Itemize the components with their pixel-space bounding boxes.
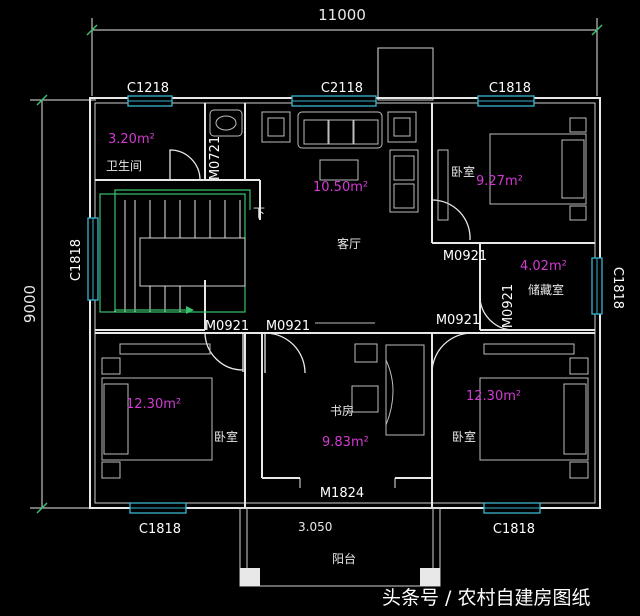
study-area: 9.83m² [322, 435, 369, 450]
door-m0921-right-upper: M0921 [443, 249, 487, 264]
door-m0921-right-lower: M0921 [436, 313, 480, 328]
bedroom-se-name: 卧室 [452, 429, 476, 444]
stair-down-label: 下 [253, 206, 265, 220]
door-m0921-storage: M0921 [501, 284, 516, 328]
living-furniture [261, 111, 419, 324]
doors [169, 149, 515, 488]
living-area: 10.50m² [313, 180, 368, 195]
study-furniture [351, 343, 425, 436]
left-dimension-text: 9000 [21, 285, 39, 323]
sw-bedroom-furniture [101, 343, 213, 479]
bedroom-sw-area: 12.30m² [126, 397, 181, 412]
windows [87, 95, 603, 514]
study-name: 书房 [330, 403, 354, 418]
se-bedroom-furniture [479, 343, 589, 479]
window-c1818-right: C1818 [610, 267, 625, 309]
door-m1824: M1824 [320, 486, 364, 501]
bedroom-ne-name: 卧室 [451, 164, 475, 179]
storage-name: 储藏室 [528, 282, 564, 297]
bathroom-name: 卫生间 [106, 159, 142, 173]
window-c2118: C2118 [321, 81, 363, 96]
bedroom-se-area: 12.30m² [466, 389, 521, 404]
living-name: 客厅 [337, 236, 361, 251]
top-dimension-text: 11000 [318, 6, 366, 24]
watermark-text: 头条号 / 农村自建房图纸 [382, 587, 590, 609]
window-c1818-bottom-right: C1818 [493, 522, 535, 537]
balcony-outline [239, 507, 441, 587]
storage-area: 4.02m² [520, 259, 567, 274]
window-c1818-top: C1818 [489, 81, 531, 96]
left-dimension-line [30, 94, 96, 514]
window-c1818-bottom-left: C1818 [139, 522, 181, 537]
balcony-name: 阳台 [332, 551, 356, 566]
door-m0921-mid: M0921 [266, 319, 310, 334]
bedroom-sw-name: 卧室 [214, 429, 238, 444]
top-dimension-line [86, 18, 603, 96]
window-c1218-top: C1218 [127, 81, 169, 96]
door-m0721: M0721 [208, 136, 223, 180]
window-c1818-left: C1818 [69, 239, 84, 281]
door-m0921-left: M0921 [205, 319, 249, 334]
bathroom-fixtures [209, 109, 243, 137]
bedroom-ne-area: 9.27m² [476, 174, 523, 189]
staircase [99, 189, 251, 314]
bathroom-area: 3.20m² [108, 132, 155, 147]
balcony-dimension: 3.050 [298, 520, 332, 534]
ne-bedroom-furniture [437, 117, 587, 221]
